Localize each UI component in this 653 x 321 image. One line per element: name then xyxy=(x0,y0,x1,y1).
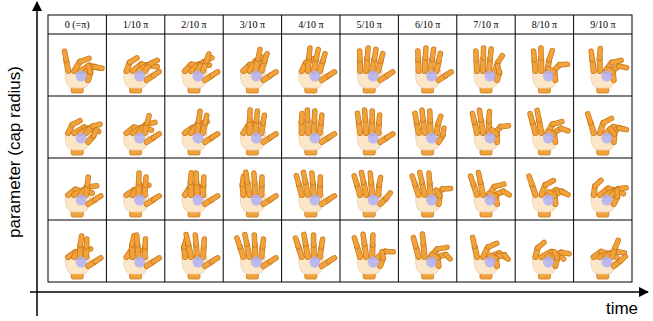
column-header: 3/10 π xyxy=(240,19,265,30)
column-header: 4/10 π xyxy=(298,19,323,30)
column-header: 8/10 π xyxy=(532,19,557,30)
hand-figure xyxy=(240,110,276,155)
hand-figure xyxy=(472,110,508,155)
hand-figure xyxy=(182,111,218,155)
column-header: 0 (=π) xyxy=(65,19,90,30)
hand-figure xyxy=(413,234,450,279)
column-header: 7/10 π xyxy=(473,19,498,30)
hand-figure xyxy=(124,58,160,93)
hand-figure xyxy=(530,110,568,155)
hand-figure xyxy=(532,243,569,279)
hand-figure xyxy=(182,173,218,217)
hand-figure xyxy=(182,235,218,279)
hand-figure xyxy=(591,49,627,93)
hand-figure xyxy=(124,235,160,279)
hand-figure xyxy=(416,48,452,93)
hand-figure xyxy=(354,234,393,279)
hand-figure xyxy=(588,114,627,155)
column-header: 5/10 π xyxy=(357,19,382,30)
hand-figure xyxy=(357,110,393,155)
column-header: 1/10 π xyxy=(123,19,148,30)
hand-figure xyxy=(124,116,160,155)
axis-label: parameter (cap radius) xyxy=(5,66,25,238)
hand-figure xyxy=(296,172,334,217)
hand-figure xyxy=(299,110,335,155)
hand-figure xyxy=(296,234,335,279)
hand-figure xyxy=(591,240,626,279)
vertical-axis xyxy=(36,2,38,316)
hand-figure xyxy=(65,236,101,279)
hand-figure xyxy=(240,172,276,217)
hand-figure xyxy=(473,237,509,279)
hand-figure xyxy=(237,234,276,279)
hand-figure xyxy=(415,110,444,155)
hand-figure xyxy=(532,48,567,93)
column-header: 9/10 π xyxy=(590,19,615,30)
hand-figure xyxy=(299,48,335,93)
column-header: 6/10 π xyxy=(415,19,440,30)
hand-figure xyxy=(357,48,393,93)
grid xyxy=(48,15,632,282)
horizontal-axis xyxy=(30,291,648,293)
hand-figure xyxy=(471,172,510,217)
hand-figure xyxy=(124,173,160,217)
hand-figure xyxy=(65,51,102,93)
hand-figure xyxy=(182,54,218,93)
column-header: 2/10 π xyxy=(181,19,206,30)
hand-figure xyxy=(474,48,502,93)
axis-label: time xyxy=(606,299,638,319)
hand-figure xyxy=(354,172,390,217)
hand-figure xyxy=(591,180,626,217)
hand-figure xyxy=(240,49,276,93)
hand-figure xyxy=(65,121,100,155)
hand-figure xyxy=(529,176,568,217)
hand-figure xyxy=(65,177,101,217)
hand-figure xyxy=(412,173,450,217)
